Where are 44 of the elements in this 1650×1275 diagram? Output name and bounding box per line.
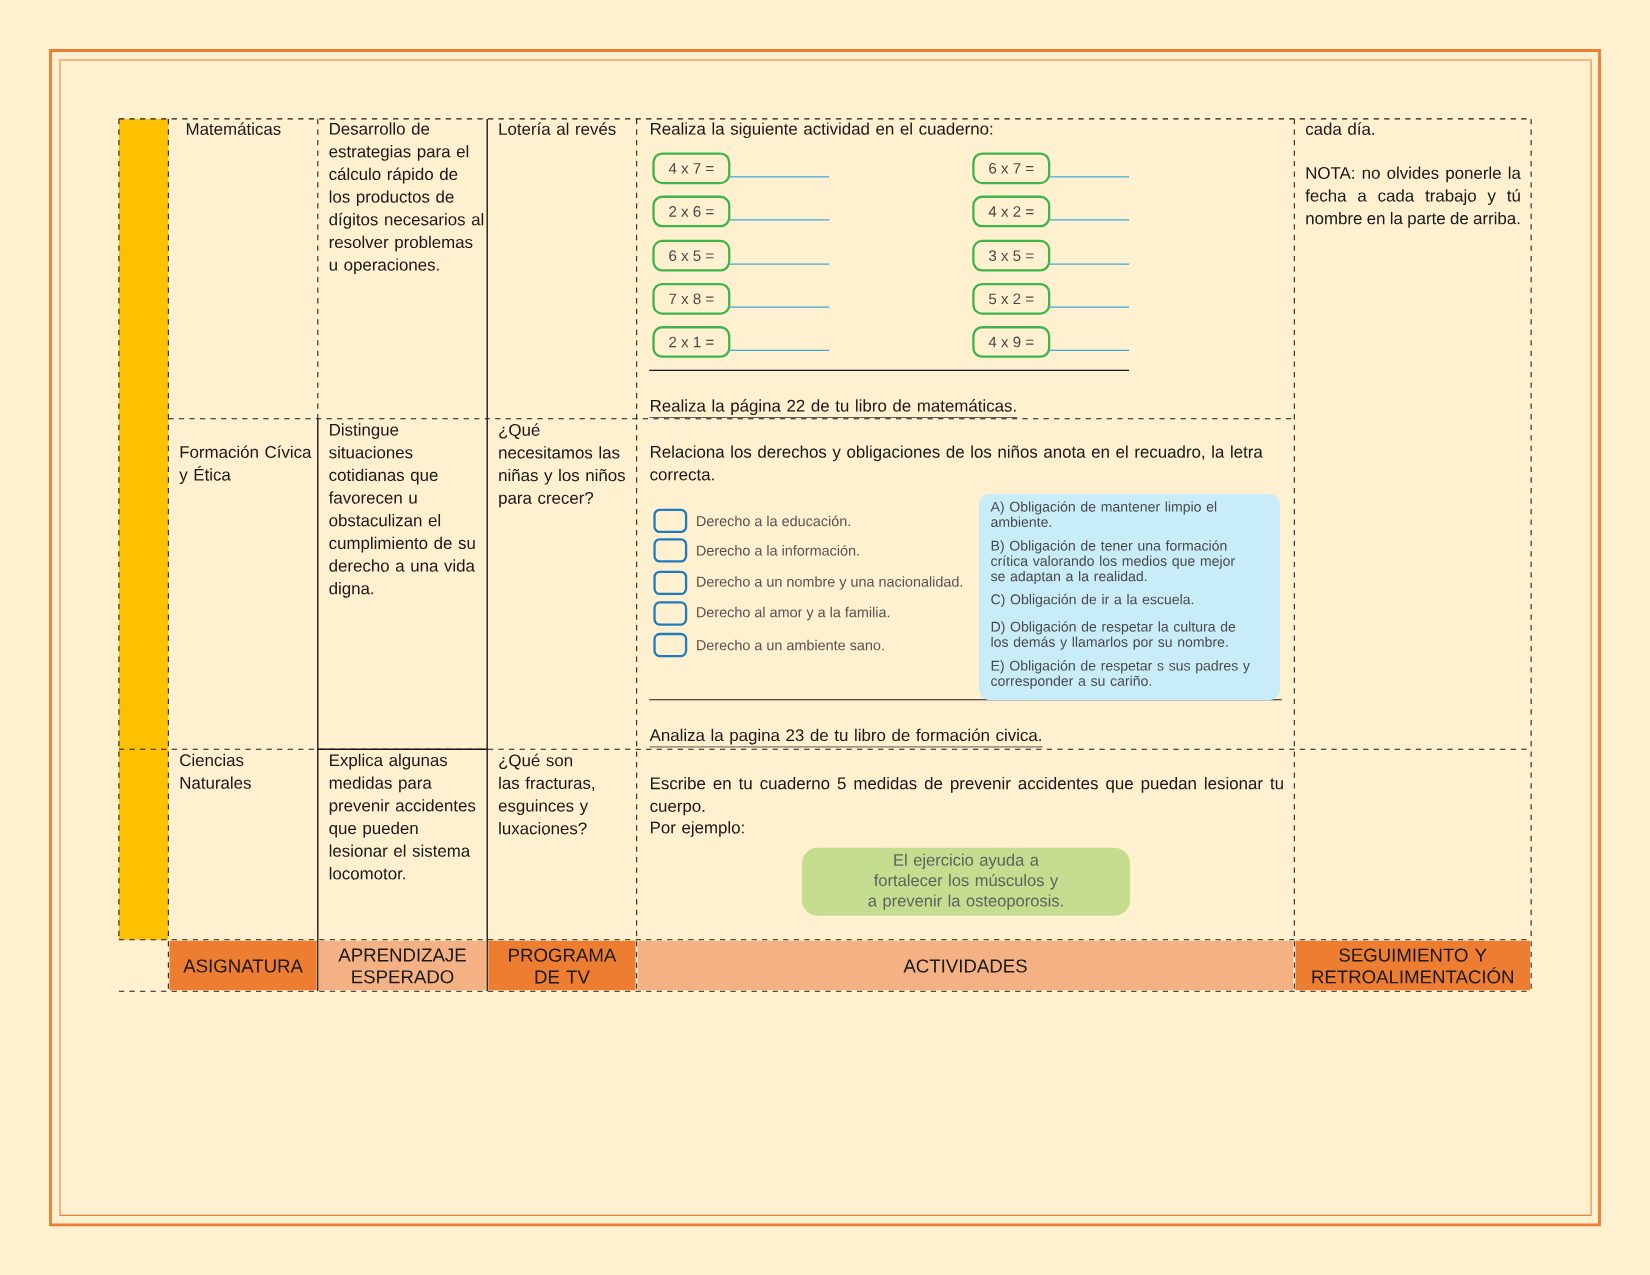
note-text: NOTA: no olvides ponerle la fecha a cada trabajo y tú nombre en la parte de arriba. — [1305, 166, 1521, 228]
right-text: Derecho a la información. — [697, 544, 859, 556]
check-box — [653, 538, 688, 563]
check-box — [653, 570, 688, 596]
equation-pill: 4 x 9 = — [972, 326, 1051, 358]
header-cell: SEGUIMIENTO Y RETROALIMENTACIÓN — [1295, 940, 1531, 991]
equation-pill: 6 x 7 = — [972, 152, 1051, 185]
subject-text: Formación Cívica y Ética — [179, 445, 312, 484]
header-cell: ASIGNATURA — [169, 940, 317, 991]
instruction-text: Por ejemplo: — [651, 821, 744, 837]
instruction-text: Realiza la página 22 de tu libro de matemáticas. — [649, 399, 1018, 418]
subject-text: Matemáticas — [186, 122, 281, 135]
check-box — [653, 601, 688, 626]
equation-pill: 3 x 5 = — [972, 239, 1051, 272]
equation-pill: 5 x 2 = — [972, 282, 1051, 315]
options-box: A) Obligación de mantener limpio el ambiente. B) Obligación de tener una formación crítica valorando los medios que mejor se adaptan a la realidad. C) Obligación de ir a la escuela. D) Obligación de respetar la cultura de los demás y llamarlos por su nombre. E) Obligación de respetar s sus padres y corresponder a su cariño. — [979, 493, 1280, 701]
learning-text: Distingue situaciones cotidianas que favorecen u obstaculizan el cumplimiento de su derecho a una vida digna. — [328, 423, 475, 598]
instruction-text: Relaciona los derechos y obligaciones de los niños anota en el recuadro, la letra correcta. — [650, 445, 1263, 481]
check-box — [653, 508, 688, 534]
header-cell: ACTIVIDADES — [637, 940, 1294, 991]
subject-text: Ciencias Naturales — [180, 753, 251, 789]
equation-pill: 7 x 8 = — [652, 282, 731, 315]
right-text: Derecho a un ambiente sano. — [697, 639, 884, 651]
check-box — [653, 632, 688, 658]
program-text: ¿Qué necesitamos las niñas y los niños para crecer? — [499, 423, 625, 508]
equation-pill: 6 x 5 = — [652, 239, 731, 272]
header-cell: APRENDIZAJE ESPERADO — [318, 940, 487, 991]
instruction-text: Escribe en tu cuaderno 5 medidas de prevenir accidentes que puedan lesionar tu cuerpo. — [650, 776, 1283, 816]
learning-text: Desarrollo de estrategias para el cálculo rápido de los productos de dígitos necesarios al resolver problemas u operaciones. — [329, 122, 484, 275]
program-text: ¿Qué son las fracturas, esguinces y luxaciones? — [498, 753, 595, 835]
right-text: Derecho a la educación. — [697, 515, 850, 527]
equation-pill: 2 x 6 = — [652, 195, 731, 228]
right-text: Derecho a un nombre y una nacionalidad. — [697, 576, 963, 590]
equation-pill: 4 x 2 = — [972, 195, 1051, 228]
instruction-text: Realiza la siguiente actividad en el cuaderno: — [651, 122, 993, 139]
program-text: Lotería al revés — [499, 122, 616, 135]
right-text: Derecho al amor y a la familia. — [697, 606, 890, 621]
example-box: El ejercicio ayuda a fortalecer los músculos y a prevenir la osteoporosis. — [801, 847, 1131, 916]
note-text: cada día. — [1305, 122, 1374, 135]
equation-pill: 2 x 1 = — [652, 326, 731, 358]
header-cell: PROGRAMA DE TV — [488, 940, 636, 991]
instruction-text: Analiza la pagina 23 de tu libro de formación civica. — [649, 728, 1043, 748]
equation-pill: 4 x 7 = — [652, 152, 731, 185]
learning-text: Explica algunas medidas para prevenir accidentes que pueden lesionar el sistema locomotor. — [329, 753, 476, 880]
